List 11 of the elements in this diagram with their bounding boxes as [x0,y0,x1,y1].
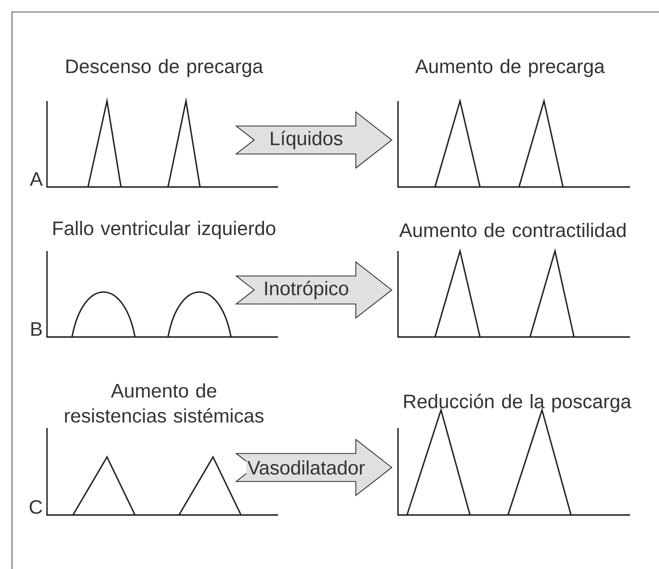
panel-heading: Aumento de contractilidad [399,222,626,238]
panel-heading: Reducción de la poscarga [404,394,632,412]
panel-letter: B [31,322,42,336]
panel-heading: Descenso de precarga [66,58,264,78]
panel-letter: A [30,172,43,186]
panel-heading: Aumento de precarga [415,58,605,78]
edge-label: Líquidos [268,130,344,150]
edge-label: Inotrópico [262,280,350,300]
edge-label: Vasodilatador [246,459,366,476]
panel-heading: Aumento de resistencias sistémicas [65,383,264,423]
panel-heading: Fallo ventricular izquierdo [53,220,276,240]
